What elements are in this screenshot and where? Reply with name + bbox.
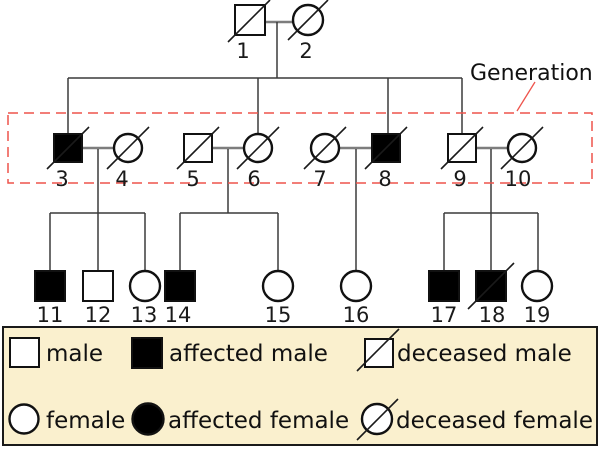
legend: male affected male deceased male female … xyxy=(2,326,598,446)
affected-female-icon xyxy=(131,402,165,436)
affected-male-icon xyxy=(34,270,66,302)
deceased-slash-icon xyxy=(236,126,280,170)
female-icon xyxy=(339,269,373,303)
legend-item-male: male xyxy=(9,337,103,368)
individual-label: 1 xyxy=(236,39,249,63)
female-icon xyxy=(128,269,162,303)
individual-4: 4 xyxy=(106,126,150,191)
deceased-slash-icon xyxy=(227,0,271,43)
individual-16: 16 xyxy=(339,269,373,327)
individual-label: 3 xyxy=(55,167,68,191)
individual-label: 16 xyxy=(343,303,370,327)
individual-label: 4 xyxy=(115,167,128,191)
individual-label: 7 xyxy=(313,167,326,191)
legend-box xyxy=(2,326,598,446)
legend-label: affected male xyxy=(169,341,328,367)
individual-label: 5 xyxy=(186,167,199,191)
female-icon xyxy=(261,269,295,303)
generation-label: Generation xyxy=(470,61,593,86)
individual-label: 10 xyxy=(505,167,532,191)
male-icon xyxy=(9,337,40,368)
deceased-slash-icon xyxy=(500,126,544,170)
individual-7: 7 xyxy=(303,126,347,191)
generation-pointer-line xyxy=(516,81,536,112)
deceased-slash-icon xyxy=(176,126,220,170)
individual-label: 2 xyxy=(299,39,312,63)
individual-12: 12 xyxy=(82,270,114,327)
deceased-slash-icon xyxy=(356,398,399,441)
deceased-male-icon xyxy=(364,338,394,368)
legend-item-female: female xyxy=(8,403,125,435)
individual-13: 13 xyxy=(128,269,162,327)
legend-item-deceased-female: deceased female xyxy=(356,398,593,441)
legend-item-deceased-male: deceased male xyxy=(356,328,572,372)
individual-label: 19 xyxy=(524,303,551,327)
legend-label: female xyxy=(46,408,125,434)
individual-label: 18 xyxy=(479,303,506,327)
individual-10: 10 xyxy=(500,126,544,191)
legend-label: affected female xyxy=(168,408,349,434)
deceased-slash-icon xyxy=(467,262,515,310)
legend-item-affected-male: affected male xyxy=(131,337,328,369)
affected-male-icon xyxy=(164,270,196,302)
individual-8: 8 xyxy=(364,126,408,191)
deceased-slash-icon xyxy=(46,126,90,170)
individual-label: 9 xyxy=(453,167,466,191)
individual-19: 19 xyxy=(520,269,554,327)
individual-3: 3 xyxy=(46,126,90,191)
individual-label: 17 xyxy=(431,303,458,327)
individual-label: 6 xyxy=(247,167,260,191)
affected-male-icon xyxy=(131,337,163,369)
legend-label: deceased male xyxy=(397,341,572,367)
deceased-slash-icon xyxy=(287,0,329,41)
individual-5: 5 xyxy=(176,126,220,191)
deceased-slash-icon xyxy=(303,126,347,170)
individual-18: 18 xyxy=(467,262,515,327)
individual-15: 15 xyxy=(261,269,295,327)
legend-label: deceased female xyxy=(396,408,593,434)
deceased-slash-icon xyxy=(440,126,484,170)
individual-6: 6 xyxy=(236,126,280,191)
individual-label: 8 xyxy=(378,167,391,191)
deceased-slash-icon xyxy=(364,126,408,170)
generation-highlight-box xyxy=(7,112,593,184)
connector-lines xyxy=(49,20,539,272)
female-icon xyxy=(8,403,40,435)
legend-label: male xyxy=(46,341,103,367)
male-icon xyxy=(82,270,114,302)
individual-2: 2 xyxy=(287,0,329,63)
individual-14: 14 xyxy=(164,270,196,327)
individual-label: 12 xyxy=(85,303,112,327)
individual-1: 1 xyxy=(227,0,271,63)
individual-11: 11 xyxy=(34,270,66,327)
legend-item-affected-female: affected female xyxy=(131,402,349,436)
affected-male-icon xyxy=(428,270,460,302)
individual-label: 13 xyxy=(131,303,158,327)
individual-17: 17 xyxy=(428,270,460,327)
female-icon xyxy=(520,269,554,303)
deceased-slash-icon xyxy=(356,328,400,372)
individual-label: 11 xyxy=(37,303,64,327)
deceased-slash-icon xyxy=(106,126,150,170)
individual-label: 15 xyxy=(265,303,292,327)
individual-label: 14 xyxy=(165,303,192,327)
individual-9: 9 xyxy=(440,126,484,191)
